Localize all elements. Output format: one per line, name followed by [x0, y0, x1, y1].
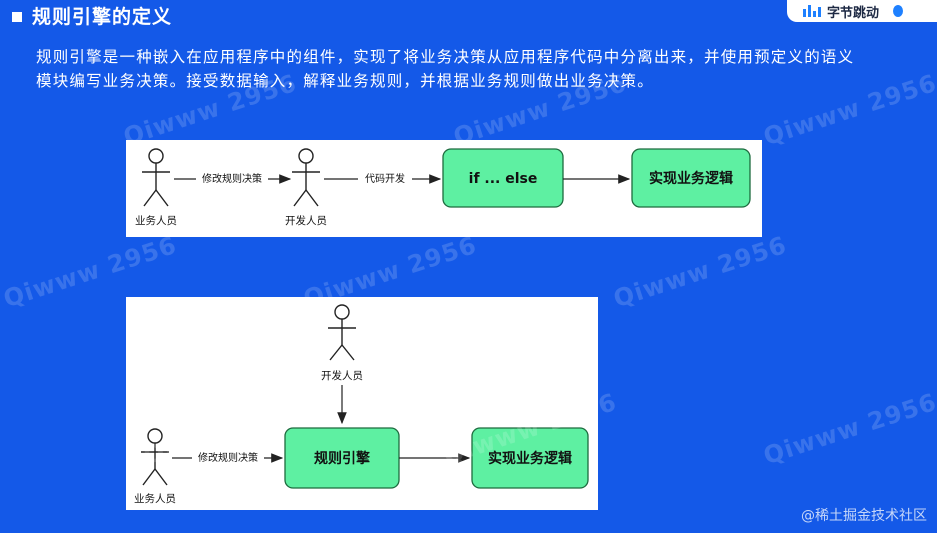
- title-bullet: [12, 12, 22, 22]
- developer-user-icon: [292, 148, 320, 207]
- brand-badge: 字节跳动: [787, 0, 937, 22]
- actor-developer-label: 开发人员: [321, 369, 363, 382]
- diagram-traditional: 业务人员 修改规则决策 开发人员 代码开发 if ... else 实现业务逻辑: [126, 140, 762, 237]
- box-business-logic-label: 实现业务逻辑: [488, 450, 572, 467]
- arrow-modify-rules-label: 修改规则决策: [202, 172, 262, 185]
- developer-user-icon: [328, 304, 356, 361]
- box-rule-engine-label: 规则引擎: [314, 450, 370, 467]
- actor-business-label: 业务人员: [135, 214, 177, 227]
- juejin-logo-icon: [893, 5, 904, 17]
- box-business-logic: [631, 148, 751, 208]
- arrow-develop-label: 代码开发: [365, 172, 405, 185]
- bytedance-logo-icon: [803, 5, 821, 17]
- brand-name: 字节跳动: [827, 5, 880, 21]
- watermark: Qiwww 2956: [610, 230, 791, 314]
- footer-credit: @稀土掘金技术社区: [801, 508, 927, 524]
- watermark: Qiwww 2956: [760, 387, 937, 471]
- intro-paragraph: 规则引擎是一种嵌入在应用程序中的组件，实现了将业务决策从应用程序代码中分离出来，…: [36, 48, 855, 90]
- business-user-icon: [141, 428, 169, 486]
- actor-developer-label: 开发人员: [285, 214, 327, 227]
- box-business-logic: [471, 427, 589, 489]
- box-if-else: [442, 148, 564, 208]
- arrow-modify-rules-label: 修改规则决策: [198, 451, 258, 464]
- slide-title: 规则引擎的定义: [32, 6, 173, 28]
- actor-business-label: 业务人员: [134, 492, 176, 505]
- box-business-logic-label: 实现业务逻辑: [649, 170, 733, 187]
- box-if-else-label: if ... else: [469, 171, 538, 187]
- business-user-icon: [142, 148, 170, 207]
- diagram-rule-engine: 开发人员 业务人员 修改规则决策 规则引擎 实现业务逻辑: [126, 297, 598, 510]
